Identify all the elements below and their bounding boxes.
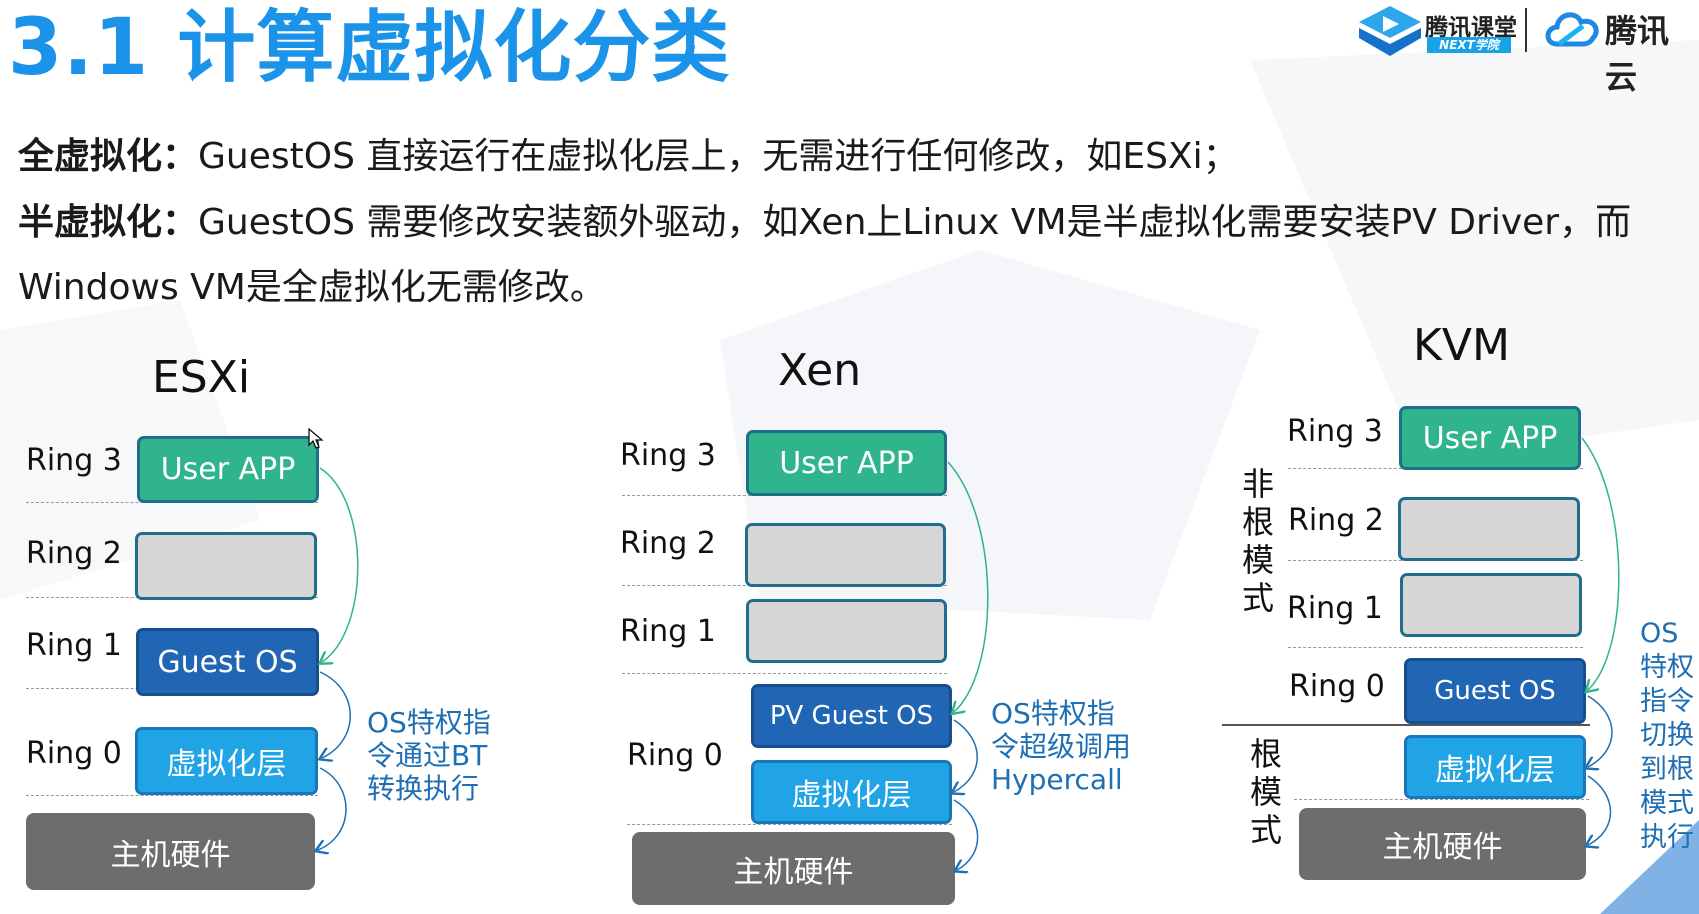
tencent-classroom-logo-icon bbox=[1359, 6, 1421, 56]
esxi-title: ESXi bbox=[152, 352, 251, 403]
kvm-virtualization-layer-box: 虚拟化层 bbox=[1404, 735, 1586, 799]
xen-ring-1-empty-box bbox=[746, 599, 947, 663]
kvm-ring-2-empty-box bbox=[1398, 497, 1580, 561]
xen-ring-divider bbox=[622, 673, 947, 674]
mouse-cursor-icon bbox=[308, 428, 324, 449]
kvm-note-line: 执行 bbox=[1640, 822, 1694, 853]
kvm-note-line: OS bbox=[1640, 618, 1679, 649]
esxi-ring-2-label: Ring 2 bbox=[26, 536, 122, 571]
kvm-note-line: 指令 bbox=[1640, 686, 1694, 717]
kvm-note-line: 特权 bbox=[1640, 652, 1694, 683]
esxi-guest-os-box: Guest OS bbox=[136, 628, 319, 696]
tencent-classroom-logo-text: 腾讯课堂 bbox=[1425, 15, 1517, 41]
xen-user-app-box: User APP bbox=[746, 430, 947, 496]
next-academy-badge: NEXT学院 bbox=[1427, 37, 1511, 53]
xen-arrow-pvguest-to-virt bbox=[954, 719, 978, 792]
kvm-guest-os-box: Guest OS bbox=[1404, 658, 1586, 724]
xen-note-line: Hypercall bbox=[991, 763, 1123, 796]
kvm-note-line: 模式 bbox=[1640, 788, 1694, 819]
esxi-arrow-guest-to-virt bbox=[320, 671, 351, 758]
kvm-ring-0-label: Ring 0 bbox=[1289, 669, 1385, 704]
kvm-root-char: 模 bbox=[1249, 773, 1282, 811]
esxi-note-line: 令通过BT bbox=[367, 739, 488, 772]
kvm-non-root-mode-label: 非 根 模 式 bbox=[1238, 465, 1278, 617]
xen-arrow-app-to-pvguest bbox=[947, 461, 989, 712]
full-virtualization-label: 全虚拟化： bbox=[18, 136, 199, 177]
kvm-non-root-char: 根 bbox=[1241, 503, 1274, 541]
kvm-root-mode-boundary bbox=[1222, 724, 1590, 726]
xen-note: OS特权指 令超级调用 Hypercall bbox=[991, 697, 1131, 796]
xen-host-hardware-box: 主机硬件 bbox=[632, 832, 955, 905]
kvm-root-mode-label: 根 模 式 bbox=[1246, 735, 1286, 849]
xen-note-line: OS特权指 bbox=[991, 697, 1115, 730]
kvm-arrow-app-to-guest bbox=[1581, 437, 1620, 690]
xen-title: Xen bbox=[778, 345, 862, 396]
xen-ring-divider bbox=[627, 824, 952, 825]
full-virtualization-line: 全虚拟化：GuestOS 直接运行在虚拟化层上，无需进行任何修改，如ESXi； bbox=[18, 135, 1239, 179]
esxi-note-line: OS特权指 bbox=[367, 706, 491, 739]
kvm-ring-divider bbox=[1294, 799, 1589, 800]
para-virtualization-text: GuestOS 需要修改安装额外驱动，如Xen上Linux VM是半虚拟化需要安… bbox=[198, 202, 1632, 243]
kvm-ring-1-empty-box bbox=[1400, 573, 1582, 637]
esxi-host-hardware-box: 主机硬件 bbox=[26, 813, 315, 890]
kvm-title: KVM bbox=[1413, 320, 1510, 371]
esxi-arrow-virt-to-hw bbox=[318, 767, 347, 850]
kvm-non-root-char: 式 bbox=[1241, 579, 1274, 617]
para-virtualization-line-2: Windows VM是全虚拟化无需修改。 bbox=[18, 267, 606, 308]
esxi-ring-3-label: Ring 3 bbox=[26, 443, 122, 478]
kvm-ring-1-label: Ring 1 bbox=[1287, 591, 1383, 626]
kvm-host-hardware-box: 主机硬件 bbox=[1299, 808, 1586, 880]
esxi-note: OS特权指 令通过BT 转换执行 bbox=[367, 706, 491, 805]
esxi-ring-divider bbox=[26, 795, 318, 796]
page-title: 3.1 计算虚拟化分类 bbox=[8, 3, 731, 93]
esxi-ring-2-empty-box bbox=[135, 532, 317, 600]
tencent-cloud-logo-text: 腾讯云 bbox=[1605, 12, 1670, 96]
xen-arrow-virt-to-hw bbox=[954, 799, 979, 870]
kvm-ring-2-label: Ring 2 bbox=[1288, 503, 1384, 538]
kvm-non-root-char: 非 bbox=[1241, 465, 1274, 503]
kvm-root-char: 式 bbox=[1249, 811, 1282, 849]
xen-ring-0-label: Ring 0 bbox=[627, 738, 723, 773]
para-virtualization-label: 半虚拟化： bbox=[18, 202, 199, 243]
tencent-cloud-logo-icon bbox=[1545, 12, 1599, 47]
esxi-virtualization-layer-box: 虚拟化层 bbox=[135, 727, 318, 795]
kvm-user-app-box: User APP bbox=[1399, 406, 1581, 470]
esxi-user-app-box: User APP bbox=[137, 436, 319, 503]
esxi-ring-1-label: Ring 1 bbox=[26, 628, 122, 663]
esxi-arrow-app-to-guest bbox=[320, 467, 359, 662]
kvm-root-char: 根 bbox=[1249, 735, 1282, 773]
xen-ring-2-empty-box bbox=[745, 523, 946, 587]
esxi-ring-0-label: Ring 0 bbox=[26, 736, 122, 771]
logo-divider bbox=[1525, 8, 1527, 52]
xen-ring-3-label: Ring 3 bbox=[620, 438, 716, 473]
kvm-non-root-char: 模 bbox=[1241, 541, 1274, 579]
xen-pv-guest-os-box: PV Guest OS bbox=[751, 684, 952, 748]
xen-note-line: 令超级调用 bbox=[991, 730, 1132, 763]
kvm-note-line: 到根 bbox=[1640, 754, 1694, 785]
kvm-note: OS 特权 指令 切换 到根 模式 执行 bbox=[1640, 617, 1694, 855]
xen-ring-2-label: Ring 2 bbox=[620, 526, 716, 561]
xen-ring-1-label: Ring 1 bbox=[620, 614, 716, 649]
kvm-ring-divider bbox=[1288, 647, 1583, 648]
kvm-note-line: 切换 bbox=[1640, 720, 1694, 751]
kvm-arrow-virt-to-hw bbox=[1588, 775, 1612, 845]
para-virtualization-line: 半虚拟化：GuestOS 需要修改安装额外驱动，如Xen上Linux VM是半虚… bbox=[18, 201, 1631, 245]
kvm-arrow-guest-to-virt bbox=[1588, 695, 1613, 767]
kvm-ring-3-label: Ring 3 bbox=[1287, 414, 1383, 449]
esxi-note-line: 转换执行 bbox=[367, 772, 480, 805]
full-virtualization-text: GuestOS 直接运行在虚拟化层上，无需进行任何修改，如ESXi； bbox=[198, 136, 1239, 177]
